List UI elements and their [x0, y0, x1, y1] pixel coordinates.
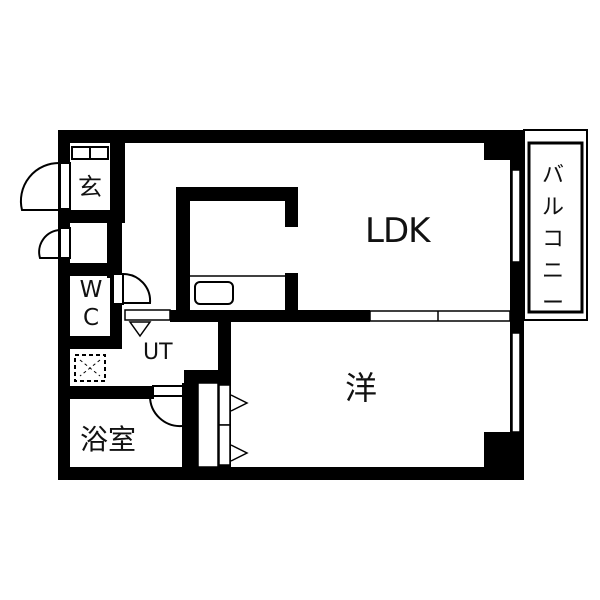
ldk-western-divider	[170, 310, 511, 322]
kitchen-counter	[190, 275, 285, 305]
room-label-bathroom: 浴室	[80, 423, 137, 456]
room-label-ldk: LDK	[365, 211, 430, 251]
balcony	[523, 129, 588, 321]
entrance-walls	[58, 130, 125, 278]
right-windows	[511, 169, 521, 433]
bathroom-walls	[58, 383, 196, 480]
room-label-balcony: バルコニー	[541, 163, 564, 316]
kitchen-walls	[176, 187, 298, 322]
shoe-shelf	[71, 146, 109, 160]
bathroom-door	[148, 385, 184, 428]
storage-door	[38, 227, 71, 259]
room-label-utility: UT	[143, 340, 173, 365]
room-label-toilet: WC	[79, 277, 103, 331]
entrance-door	[19, 161, 71, 211]
room-label-western: 洋	[345, 369, 378, 407]
closet-doors	[197, 382, 249, 468]
room-label-entrance: 玄	[78, 173, 102, 201]
ut-area	[74, 309, 171, 382]
wc-door	[112, 272, 152, 305]
